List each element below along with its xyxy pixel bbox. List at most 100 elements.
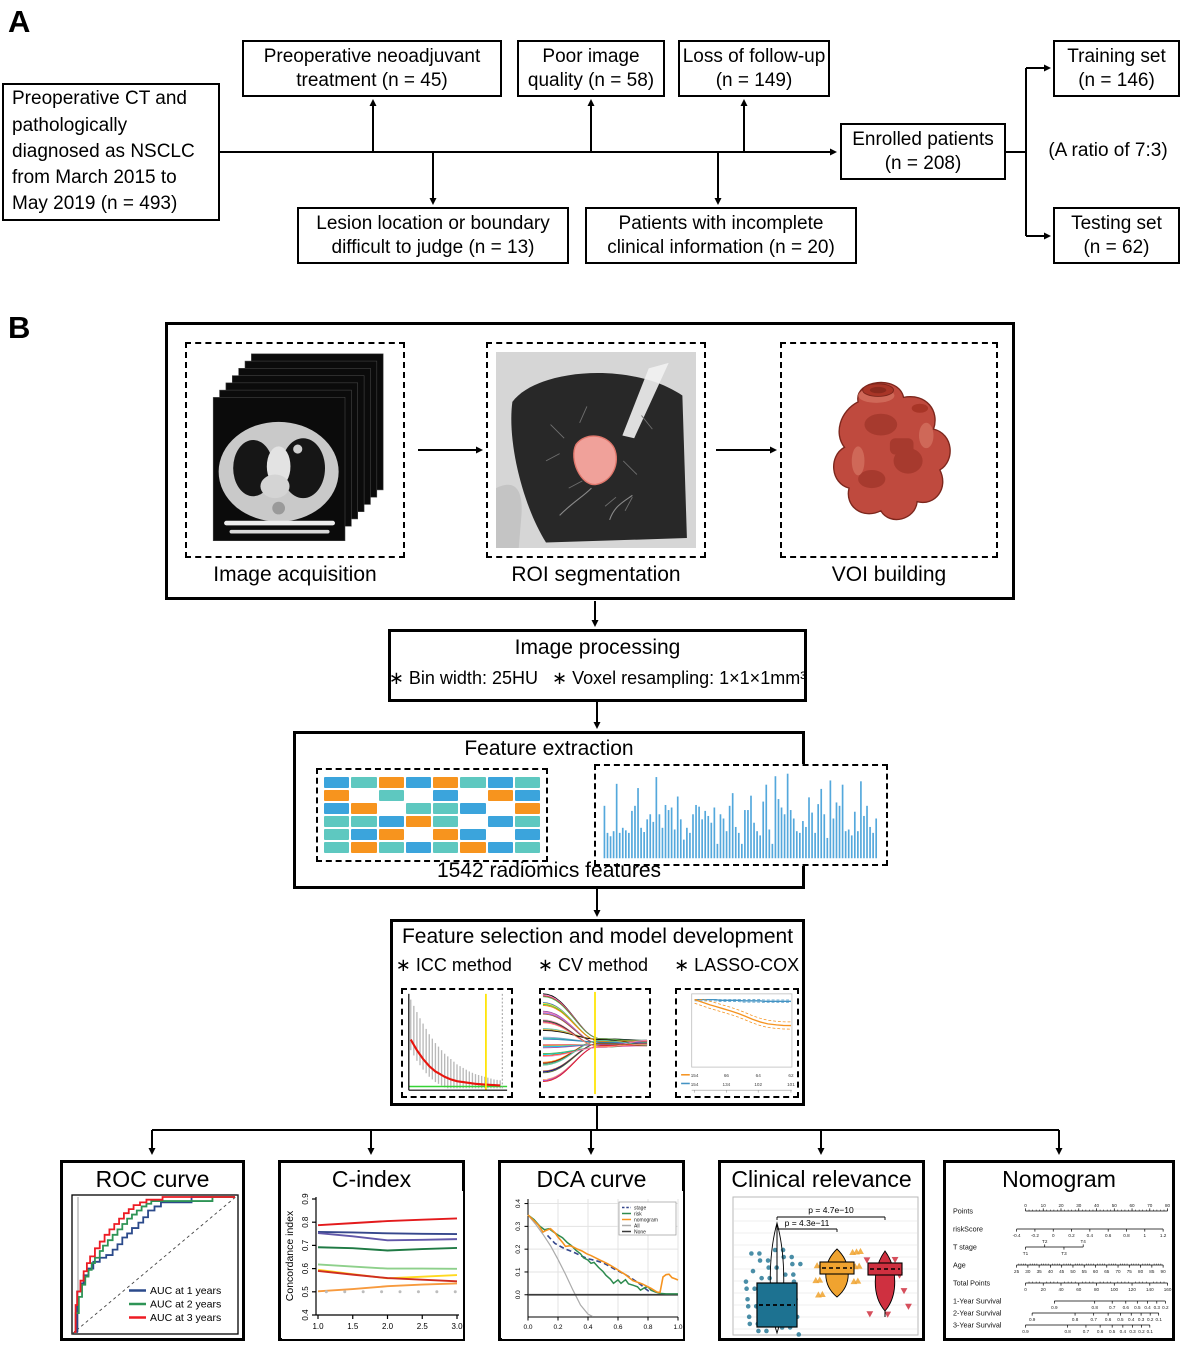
- feature-matrix: [318, 770, 546, 860]
- svg-text:0.7: 0.7: [1083, 1329, 1090, 1334]
- exclusion-clinical-info-box: Patients with incomplete clinical inform…: [585, 207, 857, 264]
- svg-text:0.4: 0.4: [1120, 1329, 1127, 1334]
- svg-text:riskScore: riskScore: [953, 1225, 983, 1234]
- svg-text:0.8: 0.8: [643, 1324, 652, 1331]
- svg-text:30: 30: [1025, 1269, 1031, 1274]
- svg-text:100: 100: [1110, 1287, 1118, 1292]
- svg-text:0.5: 0.5: [1117, 1317, 1124, 1322]
- svg-text:Total Points: Total Points: [953, 1279, 991, 1288]
- svg-text:1.0: 1.0: [312, 1322, 324, 1331]
- svg-text:0.8: 0.8: [1091, 1305, 1098, 1310]
- svg-text:55: 55: [1082, 1269, 1088, 1274]
- svg-text:0.1: 0.1: [1155, 1317, 1162, 1322]
- panel-b-label: B: [8, 310, 31, 345]
- svg-text:0.4: 0.4: [1144, 1305, 1151, 1310]
- enrolled-patients-box: Enrolled patients (n = 208): [840, 123, 1006, 180]
- svg-text:0.4: 0.4: [583, 1324, 592, 1331]
- svg-text:0.3: 0.3: [1138, 1317, 1145, 1322]
- svg-text:T2: T2: [1042, 1239, 1048, 1244]
- voi-3d-image: [833, 381, 951, 521]
- svg-text:AUC at 2 years: AUC at 2 years: [150, 1299, 221, 1311]
- svg-text:3.0: 3.0: [451, 1322, 463, 1331]
- svg-text:0.2: 0.2: [515, 1244, 522, 1253]
- svg-text:154: 154: [691, 1073, 699, 1078]
- svg-text:0.4: 0.4: [301, 1309, 310, 1321]
- svg-text:66: 66: [724, 1073, 730, 1078]
- svg-text:None: None: [634, 1229, 646, 1235]
- svg-text:0.2: 0.2: [1138, 1329, 1145, 1334]
- exclusion-image-quality-box: Poor image quality (n = 58): [517, 40, 665, 97]
- svg-text:134: 134: [723, 1082, 731, 1087]
- feature-histogram: [594, 764, 888, 866]
- svg-text:All: All: [634, 1223, 640, 1229]
- svg-text:1-Year Survival: 1-Year Survival: [953, 1297, 1002, 1306]
- svg-text:1.2: 1.2: [1160, 1233, 1167, 1238]
- svg-text:70: 70: [1147, 1203, 1153, 1208]
- svg-text:nomogram: nomogram: [634, 1217, 658, 1223]
- split-ratio-label: (A ratio of 7:3): [1048, 140, 1168, 161]
- svg-text:0.8: 0.8: [1123, 1233, 1130, 1238]
- svg-text:T stage: T stage: [953, 1243, 977, 1252]
- svg-text:65: 65: [1104, 1269, 1110, 1274]
- feature-extraction-title: Feature extraction: [464, 737, 634, 760]
- svg-text:60: 60: [1076, 1287, 1082, 1292]
- roi-segmentation-label: ROI segmentation: [511, 563, 681, 586]
- svg-text:0.4: 0.4: [1087, 1233, 1094, 1238]
- image-processing-title: Image processing: [514, 636, 681, 659]
- feature-selection-box: Feature selection and model development …: [390, 919, 805, 1106]
- svg-text:0.9: 0.9: [1022, 1329, 1029, 1334]
- cv-method-item: ∗ CV method: [537, 955, 649, 975]
- clinical-relevance-title: Clinical relevance: [731, 1166, 912, 1192]
- svg-text:0: 0: [1024, 1203, 1027, 1208]
- nomogram-title: Nomogram: [1002, 1166, 1116, 1192]
- svg-text:0.3: 0.3: [515, 1221, 522, 1230]
- svg-text:25: 25: [1014, 1269, 1020, 1274]
- roi-segmentation-image: [496, 352, 696, 548]
- roi-segmentation-frame: [486, 342, 706, 558]
- exclusion-follow-up-box: Loss of follow-up (n = 149): [678, 40, 830, 97]
- svg-text:0.9: 0.9: [1029, 1317, 1036, 1322]
- svg-text:0.0: 0.0: [515, 1290, 522, 1299]
- roc-curve-title: ROC curve: [95, 1166, 210, 1192]
- svg-text:1.0: 1.0: [673, 1324, 682, 1331]
- svg-text:0.2: 0.2: [1068, 1233, 1075, 1238]
- svg-text:0.5: 0.5: [1134, 1305, 1141, 1310]
- feature-selection-title: Feature selection and model development: [401, 925, 794, 948]
- feature-matrix-frame: [316, 768, 548, 862]
- svg-text:0.8: 0.8: [301, 1216, 310, 1228]
- svg-text:10: 10: [1041, 1203, 1047, 1208]
- svg-text:90: 90: [1161, 1269, 1167, 1274]
- svg-text:40: 40: [1048, 1269, 1054, 1274]
- svg-text:0.9: 0.9: [301, 1193, 310, 1205]
- svg-text:50: 50: [1112, 1203, 1118, 1208]
- svg-text:64: 64: [756, 1073, 762, 1078]
- svg-text:3-Year Survival: 3-Year Survival: [953, 1321, 1002, 1330]
- exclusion-neoadjuvant-box: Preoperative neoadjuvant treatment (n = …: [242, 40, 502, 97]
- svg-text:70: 70: [1115, 1269, 1121, 1274]
- panel-a-label: A: [8, 4, 31, 39]
- svg-text:AUC at 3 years: AUC at 3 years: [150, 1312, 221, 1324]
- voi-building-frame: [780, 342, 998, 558]
- svg-text:40: 40: [1094, 1203, 1100, 1208]
- feature-extraction-box: Feature extraction 1542 radiomics featur…: [293, 731, 888, 889]
- svg-text:T4: T4: [1081, 1239, 1087, 1244]
- c-index-title: C-index: [331, 1166, 412, 1192]
- image-acquisition-label: Image acquisition: [213, 563, 377, 586]
- svg-text:75: 75: [1127, 1269, 1133, 1274]
- svg-text:160: 160: [1164, 1287, 1172, 1292]
- svg-text:101: 101: [787, 1082, 795, 1087]
- exclusion-lesion-boundary-box: Lesion location or boundary difficult to…: [297, 207, 569, 264]
- svg-text:Age: Age: [953, 1261, 966, 1270]
- svg-text:30: 30: [1076, 1203, 1082, 1208]
- violin-chart: p = 4.7e−10p = 4.3e−11: [725, 1193, 922, 1338]
- svg-text:102: 102: [754, 1082, 762, 1087]
- training-set-box: Training set (n = 146): [1053, 40, 1180, 97]
